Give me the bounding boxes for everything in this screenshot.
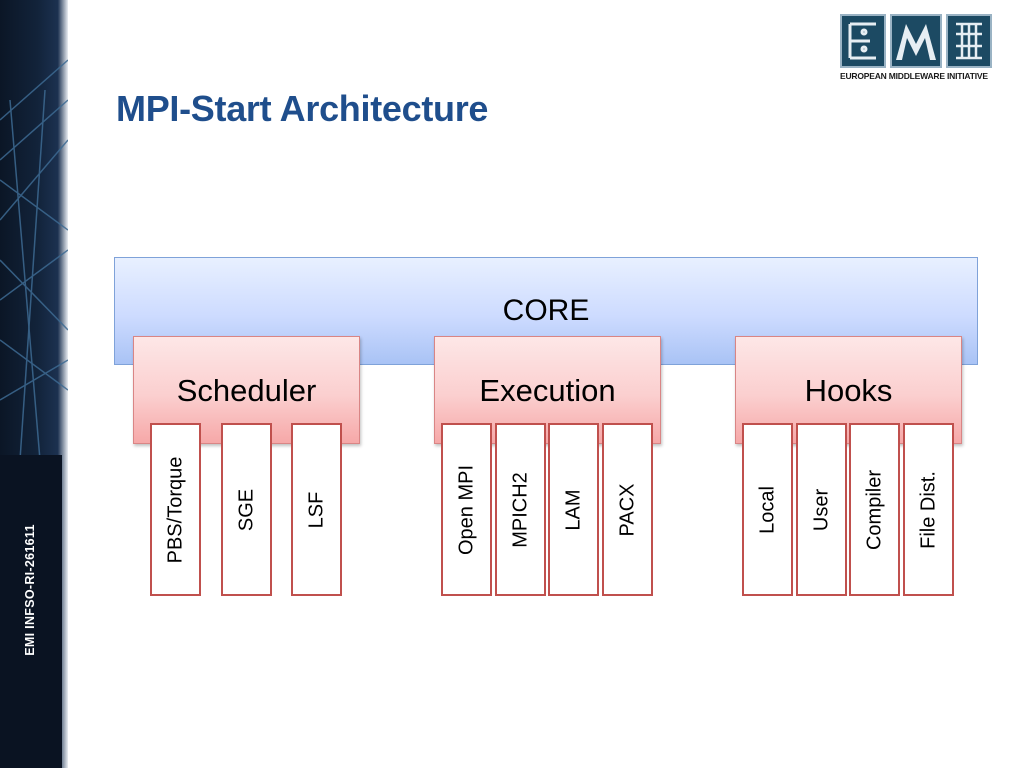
module-pacx: PACX xyxy=(602,423,653,596)
module-label: Compiler xyxy=(863,469,885,550)
module-label: Local xyxy=(756,485,778,534)
module-compiler: Compiler xyxy=(849,423,900,596)
module-local: Local xyxy=(742,423,793,596)
project-id-text: EMI INFSO-RI-261611 xyxy=(23,524,37,656)
logo-emblem xyxy=(840,14,994,68)
module-label: SGE xyxy=(235,488,257,531)
network-lines-graphic xyxy=(0,59,68,460)
side-band-lower-panel xyxy=(0,455,62,768)
module-label: PACX xyxy=(616,483,638,536)
logo-block-m xyxy=(890,14,942,68)
module-user: User xyxy=(796,423,847,596)
execution-group-label: Execution xyxy=(479,373,616,408)
module-label: Open MPI xyxy=(455,464,477,555)
module-lam: LAM xyxy=(548,423,599,596)
module-label: User xyxy=(810,488,832,531)
module-file-dist: File Dist. xyxy=(903,423,954,596)
logo-block-i xyxy=(946,14,992,68)
module-open-mpi: Open MPI xyxy=(441,423,492,596)
module-label: LAM xyxy=(562,488,584,531)
module-label: MPICH2 xyxy=(509,471,531,548)
hooks-group-label: Hooks xyxy=(804,373,893,408)
module-label: File Dist. xyxy=(917,470,939,549)
scheduler-group-label: Scheduler xyxy=(176,373,317,408)
logo-block-e xyxy=(840,14,886,68)
module-label: PBS/Torque xyxy=(164,456,186,563)
module-lsf: LSF xyxy=(291,423,342,596)
side-decoration-band xyxy=(0,0,68,768)
logo-caption: EUROPEAN MIDDLEWARE INITIATIVE xyxy=(840,71,988,81)
module-pbs-torque: PBS/Torque xyxy=(150,423,201,596)
module-mpich2: MPICH2 xyxy=(495,423,546,596)
module-label: LSF xyxy=(305,491,327,528)
emi-logo: EUROPEAN MIDDLEWARE INITIATIVE xyxy=(840,14,994,86)
slide-title: MPI-Start Architecture xyxy=(116,88,489,129)
module-sge: SGE xyxy=(221,423,272,596)
core-label: CORE xyxy=(502,294,590,327)
